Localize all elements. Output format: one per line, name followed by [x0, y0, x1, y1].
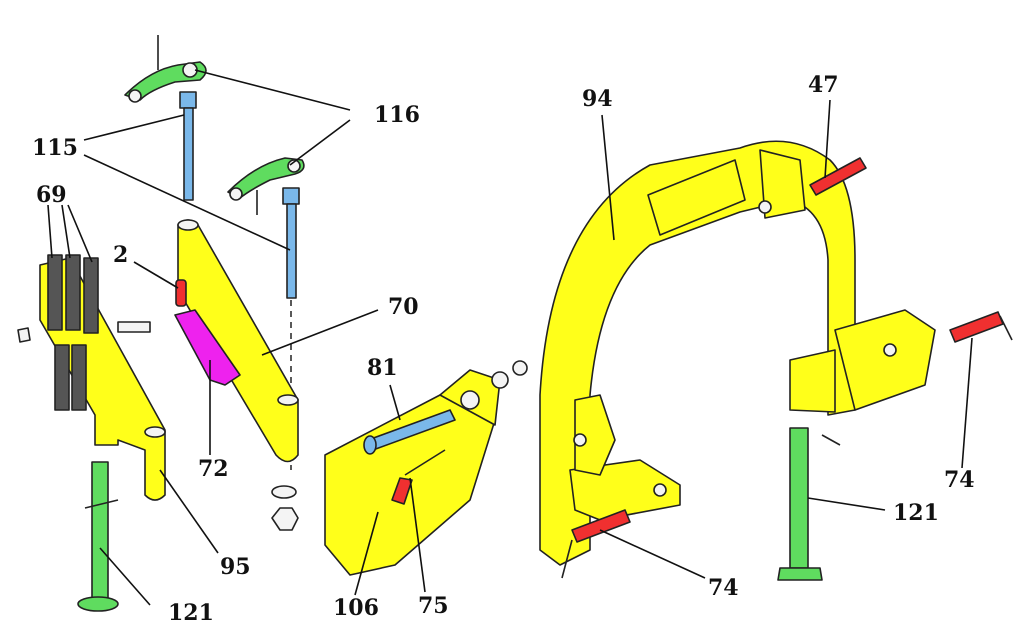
jack-121-left	[77, 461, 119, 612]
pin-74-bottom	[571, 509, 631, 543]
label-121-left: 121	[168, 600, 214, 626]
bolt-81	[363, 409, 456, 455]
label-116: 116	[374, 102, 420, 128]
pin-75	[391, 477, 413, 505]
label-74-bottom: 74	[708, 575, 739, 601]
label-94: 94	[582, 86, 613, 112]
plate-72	[174, 309, 241, 386]
label-72: 72	[198, 456, 229, 482]
springs-69	[17, 254, 151, 411]
bolt-115-lower	[271, 187, 300, 531]
label-75: 75	[418, 593, 449, 619]
jack-121-right	[777, 427, 841, 581]
link-plate-116-upper	[124, 35, 207, 103]
label-81: 81	[367, 355, 398, 381]
label-74-right: 74	[944, 467, 975, 493]
label-106: 106	[333, 595, 379, 621]
leader-lines	[47, 69, 973, 606]
label-69: 69	[36, 182, 67, 208]
label-70: 70	[388, 294, 419, 320]
label-121-right: 121	[893, 500, 939, 526]
frame-94	[539, 140, 936, 566]
pin-2	[175, 279, 187, 307]
arm-70	[177, 219, 299, 463]
label-47: 47	[808, 72, 839, 98]
label-95: 95	[220, 554, 251, 580]
label-115: 115	[32, 135, 78, 161]
pin-74-right	[949, 311, 1004, 343]
bracket-106	[324, 360, 528, 576]
label-2: 2	[113, 242, 128, 268]
link-plate-116-lower	[227, 157, 305, 215]
bolt-115-upper	[179, 91, 197, 201]
pin-47	[809, 157, 867, 196]
